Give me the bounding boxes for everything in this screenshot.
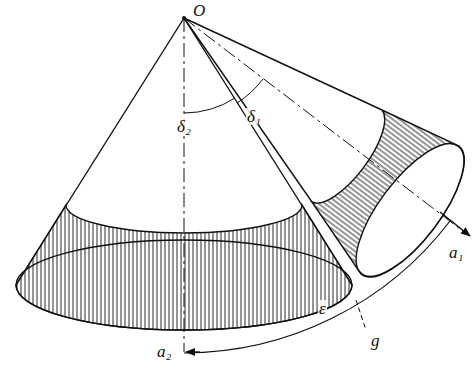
axis-arrow	[440, 212, 470, 236]
axis-line	[184, 18, 468, 235]
angle-arc	[184, 98, 235, 113]
angle-label: O	[192, 2, 206, 19]
axis-line	[184, 18, 185, 352]
angle-label: δ₂	[176, 118, 192, 135]
apex-point	[182, 16, 186, 20]
base-ellipse	[338, 128, 475, 292]
angle-label: a₁	[448, 244, 464, 261]
angle-arc	[184, 221, 450, 353]
angle-label: g	[370, 332, 381, 349]
angle-arc	[237, 79, 263, 103]
angle-label: ε	[318, 300, 327, 317]
angle-label: δ₁	[246, 108, 262, 125]
angle-label: a₂	[156, 343, 172, 360]
cone-generator	[184, 18, 382, 110]
section-mark	[356, 300, 366, 330]
cone-generator	[184, 18, 312, 202]
